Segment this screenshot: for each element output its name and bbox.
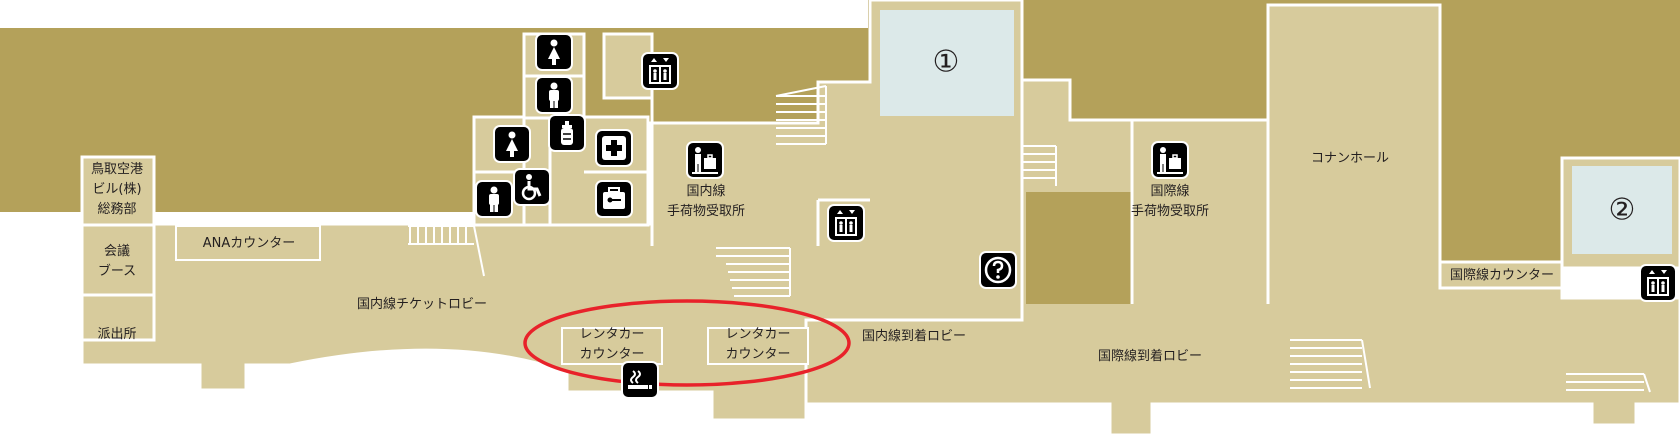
rental-car-counter-right-label: レンタカー カウンター [725, 325, 790, 365]
domestic-baggage-claim-line-1: 国内線 [686, 184, 726, 199]
international-baggage-claim-line-2: 手荷物受取所 [1130, 204, 1210, 219]
stairs-baggage-domestic [775, 85, 827, 145]
conan-hall-label: コナンホール [1310, 151, 1390, 166]
room-1-highlight [880, 10, 1014, 116]
meeting-booth-line-2: ブース [97, 264, 137, 279]
international-counter-label: 国際線カウンター [1449, 268, 1555, 283]
womens-restroom-icon [537, 35, 571, 69]
stairs [408, 85, 1651, 393]
information-icon [981, 253, 1015, 287]
baggage-claim-icon [1153, 143, 1187, 177]
international-baggage-claim-line-1: 国際線 [1150, 184, 1190, 199]
wheelchair-accessible-icon [515, 170, 549, 204]
office-block-interior [80, 155, 156, 369]
rental-car-counter-left-label: レンタカー カウンター [579, 325, 644, 365]
baggage-claim-icon [688, 143, 722, 177]
domestic-arrival-lobby-label: 国内線到着ロビー [861, 329, 967, 344]
stairs-international-upper [1022, 145, 1057, 186]
womens-restroom-icon [495, 127, 529, 161]
room-2-highlight [1572, 166, 1672, 254]
police-box-label: 派出所 [97, 327, 137, 342]
baby-bottle-icon [550, 116, 584, 150]
inner-structure-block [1026, 192, 1132, 304]
rental-car-highlight-ellipse [523, 299, 851, 387]
international-baggage-claim-label: 国際線 手荷物受取所 [1131, 182, 1209, 222]
elevator-icon [643, 54, 677, 88]
rental-car-counter-left-line-1: レンタカー [579, 327, 645, 342]
stairs-central [716, 247, 791, 297]
airport-building-office-line-2: ビル(株) [92, 182, 142, 197]
mens-restroom-icon [537, 78, 571, 112]
domestic-baggage-claim-line-2: 手荷物受取所 [666, 204, 746, 219]
international-lobby-floor [804, 3, 1680, 437]
first-aid-icon [597, 131, 631, 165]
room-1-marker: ① [932, 44, 960, 80]
elevator-icon [1641, 266, 1675, 300]
room-2-marker: ② [1608, 192, 1636, 228]
meeting-booth-line-1: 会議 [103, 244, 131, 259]
domestic-ticket-lobby-floor [80, 0, 1024, 422]
domestic-baggage-claim-label: 国内線 手荷物受取所 [667, 182, 745, 222]
elevator-icon [829, 206, 863, 240]
rental-car-counter-right-line-2: カウンター [725, 347, 791, 362]
rental-car-counter-left-booth [561, 327, 663, 365]
ana-counter-booth [175, 225, 321, 261]
meeting-booth-label: 会議 ブース [98, 242, 136, 282]
airport-building-office-line-1: 鳥取空港 [90, 162, 144, 177]
international-arrival-lobby-label: 国際線到着ロビー [1097, 349, 1203, 364]
rental-car-counter-right-line-1: レンタカー [725, 327, 791, 342]
international-counter-booth [1438, 260, 1564, 290]
smoking-area-icon [623, 363, 657, 397]
stairs-international-lobby [1290, 339, 1371, 389]
domestic-ticket-lobby-label: 国内線チケットロビー [356, 297, 488, 312]
airport-building-office-label: 鳥取空港 ビル(株) 総務部 [91, 160, 143, 220]
stairs-ticket-lobby [408, 225, 485, 277]
mens-restroom-icon [477, 182, 511, 216]
ana-counter-label: ANAカウンター [202, 236, 296, 251]
stairs-east [1566, 373, 1651, 393]
rental-car-counter-left-line-2: カウンター [579, 347, 645, 362]
locker-icon [597, 182, 631, 216]
airport-building-office-line-3: 総務部 [97, 202, 137, 217]
rental-car-counter-right-booth [707, 327, 809, 365]
